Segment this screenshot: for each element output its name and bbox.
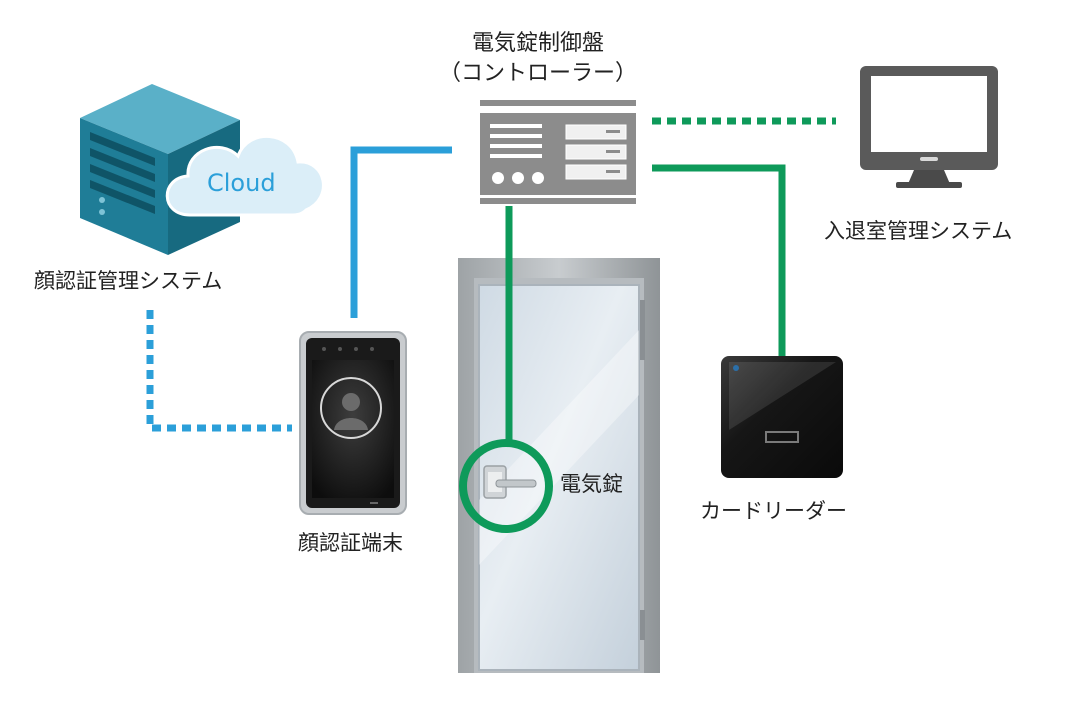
- controller-panel-icon: [480, 100, 636, 204]
- server-icon: [80, 84, 240, 255]
- controller-title: 電気錠制御盤: [471, 31, 604, 56]
- access-management-system-label: 入退室管理システム: [824, 219, 1013, 243]
- face-terminal-icon: [299, 331, 407, 515]
- card-reader-icon: [721, 356, 843, 478]
- door-handle-icon: [459, 439, 553, 533]
- link-controller-reader: [652, 164, 786, 356]
- cloud-icon: [165, 134, 325, 217]
- card-reader-label: カードリーダー: [700, 499, 847, 523]
- face-terminal-label: 顔認証端末: [298, 531, 403, 555]
- electric-lock-label: 電気錠: [560, 472, 623, 496]
- monitor-icon: [860, 66, 998, 188]
- link-controller-terminal: [350, 146, 452, 318]
- face-management-system-label: 顔認証管理システム: [34, 269, 223, 293]
- cloud-label: Cloud: [207, 169, 276, 197]
- controller-subtitle: （コントローラー）: [438, 61, 637, 86]
- link-facesystem-terminal: [146, 310, 292, 432]
